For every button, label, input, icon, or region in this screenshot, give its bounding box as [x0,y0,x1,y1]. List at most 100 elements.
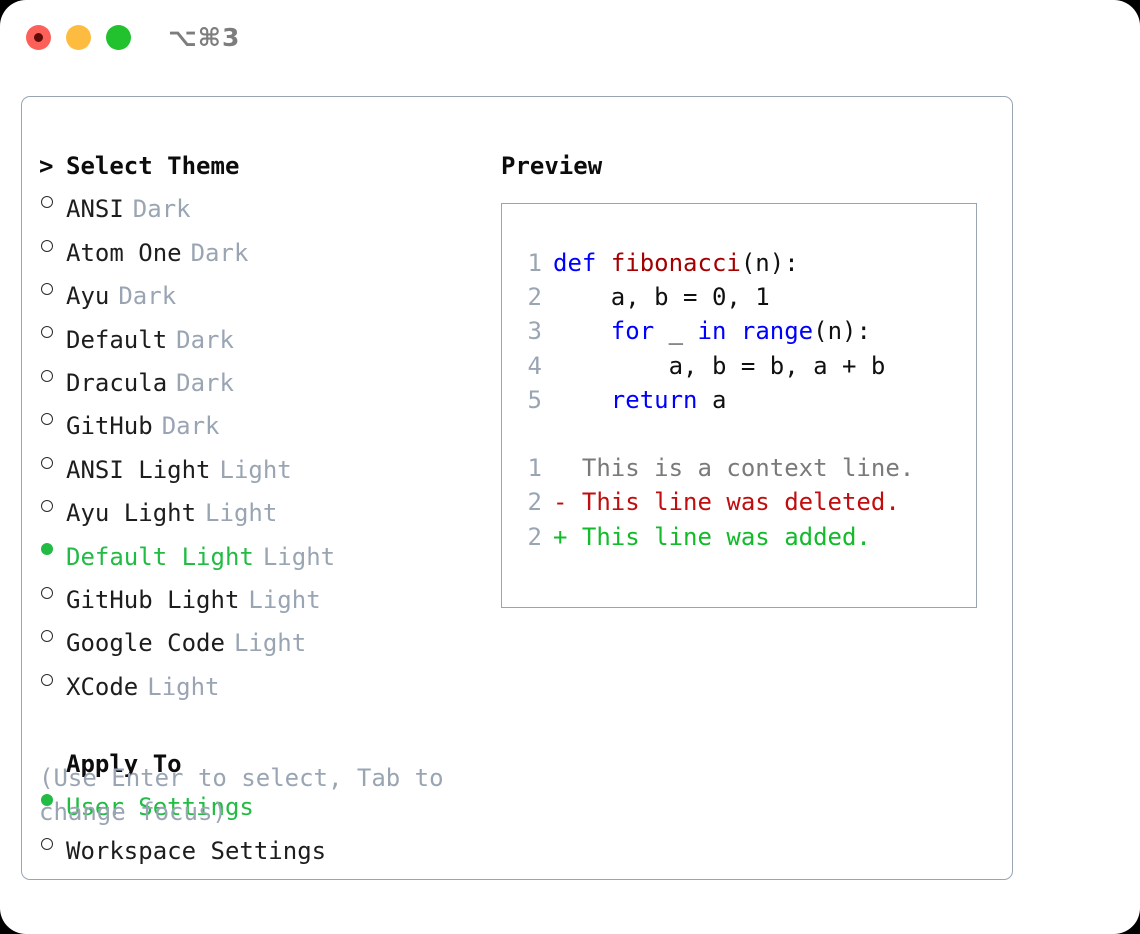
diff-content: - This line was deleted. [542,485,900,519]
token-pl: _ [654,317,698,346]
radio-unselected-icon[interactable] [39,183,66,217]
radio-unselected-icon[interactable] [39,313,66,347]
radio-selected-icon[interactable] [39,530,66,564]
diff-line: 1 This is a context line. [514,451,966,485]
apply-to-title: Apply To [66,750,182,779]
theme-option-label: GitHub Light [66,585,240,614]
diff-line: 2- This line was deleted. [514,485,966,519]
radio-unselected-icon[interactable] [39,825,66,859]
line-number: 4 [527,351,542,380]
radio-unselected-icon[interactable] [39,227,66,261]
preview-title: Preview [501,152,603,180]
theme-option-label: Dracula [66,368,168,397]
theme-option-ayu-dark[interactable]: Ayu Dark [39,270,499,313]
preview-column: Preview [501,149,993,183]
line-number: 2 [527,522,542,551]
diff-snippet: 1 This is a context line.2- This line wa… [514,451,966,554]
token-fn: fibonacci [610,249,741,277]
apply-to-option-user-settings[interactable]: User Settings [39,781,499,824]
radio-unselected-icon[interactable] [39,444,66,478]
prompt-caret-icon: > [39,152,54,180]
theme-variant-tag: Dark [176,325,234,354]
token-pl [553,317,611,345]
token-pl: a, b = 0, 1 [553,283,770,312]
keyboard-hint-text: (Use Enter to select, Tab to change focu… [39,764,459,827]
section-spacer [39,704,499,738]
theme-variant-tag: Light [147,672,220,701]
line-number: 1 [527,454,542,483]
minimize-button[interactable] [66,25,91,50]
radio-selected-icon[interactable] [39,781,66,815]
theme-option-label: Ayu Light [66,499,197,528]
code-line: 2 a, b = 0, 1 [514,280,966,314]
theme-option-dracula-dark[interactable]: Dracula Dark [39,357,499,400]
theme-option-label: Ayu [66,282,110,311]
close-button[interactable] [26,25,51,50]
theme-option-label: ANSI [66,195,124,224]
theme-option-label: ANSI Light [66,455,211,484]
token-del: - This line was deleted. [553,488,900,517]
token-kw: return [610,385,698,414]
select-theme-title: Select Theme [66,152,240,180]
theme-option-xcode-light[interactable]: XCode Light [39,661,499,704]
token-pl [726,317,740,345]
code-content: a, b = b, a + b [542,349,886,383]
code-line: 5 return a [514,383,966,417]
token-add: + This line was added. [553,522,871,551]
diff-content: This is a context line. [542,451,914,485]
token-kw: range [740,317,814,346]
theme-variant-tag: Dark [161,412,220,441]
theme-variant-tag: Light [205,499,278,528]
theme-variant-tag: Dark [176,368,234,397]
diff-content: + This line was added. [542,520,871,554]
diff-line: 2 + This line was added. [514,520,966,554]
token-pl: a [697,385,727,414]
code-line: 4 a, b = b, a + b [514,349,966,383]
radio-unselected-icon[interactable] [39,487,66,521]
code-content: for _ in range(n): [542,314,871,348]
radio-unselected-icon[interactable] [39,574,66,608]
token-ctx: This is a context line. [553,454,915,483]
theme-variant-tag: Dark [118,282,177,311]
theme-option-ayu-light-light[interactable]: Ayu Light Light [39,487,499,530]
radio-unselected-icon[interactable] [39,661,66,695]
theme-variant-tag: Dark [190,238,249,267]
code-content: def fibonacci(n): [542,246,799,280]
theme-option-label: Google Code [66,629,225,658]
radio-unselected-icon[interactable] [39,400,66,434]
theme-option-label: Default Light [66,542,254,571]
code-line: 3 for _ in range(n): [514,314,966,348]
token-kw: for [610,317,655,346]
token-kw: in [697,317,727,346]
apply-to-option-label: Workspace Settings [66,836,327,865]
line-number: 2 [527,283,542,312]
line-number: 3 [527,317,542,346]
token-pl [596,249,610,277]
radio-unselected-icon[interactable] [39,617,66,651]
maximize-button[interactable] [106,25,131,50]
radio-unselected-icon[interactable] [39,270,66,304]
apply-to-option-workspace-settings[interactable]: Workspace Settings [39,825,499,868]
title-bar: ⌥⌘3 [0,0,1140,78]
theme-option-label: XCode [66,672,139,701]
token-pl: (n): [740,249,799,277]
apply-to-header: Apply To [39,738,499,781]
radio-unselected-icon[interactable] [39,357,66,391]
line-number: 5 [527,385,542,414]
code-content: return a [542,383,727,417]
